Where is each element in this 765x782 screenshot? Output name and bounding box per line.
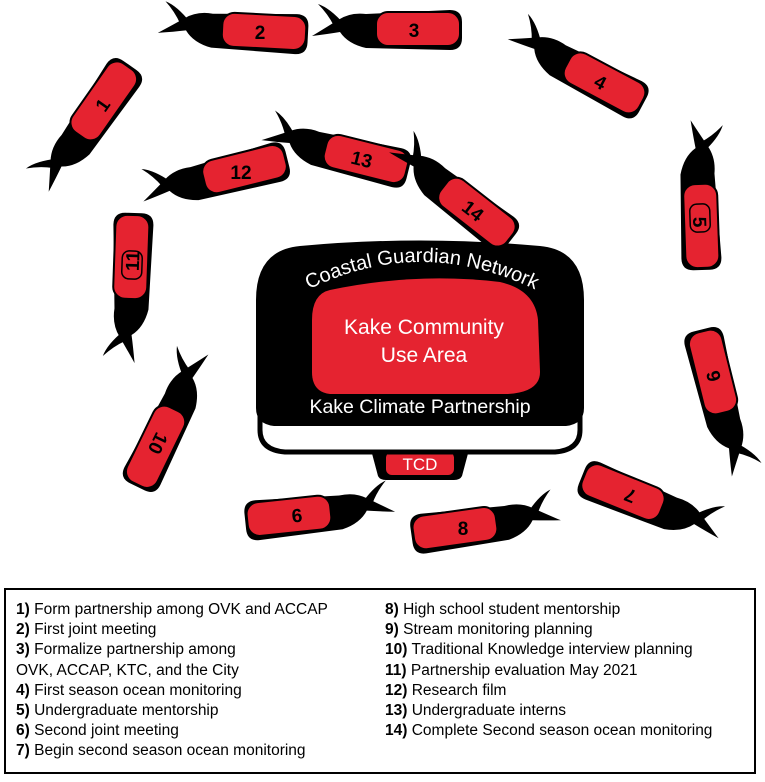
canoe-13	[261, 110, 411, 188]
canoe-3	[312, 4, 462, 50]
canoe-body	[562, 51, 647, 115]
canoe-tail	[693, 506, 726, 521]
canoe-tail	[735, 442, 762, 463]
canoe-body	[112, 213, 151, 301]
timeline-diagram: TCD Coastal Guardian Network Kake Commun…	[25, 1, 762, 554]
community-use-area-line1: Kake Community	[344, 316, 504, 339]
legend-item-1: 1) Form partnership among OVK and ACCAP	[16, 601, 328, 618]
legend-item-5: 5) Undergraduate mentorship	[16, 702, 219, 720]
canoe-body	[69, 60, 139, 142]
canoe-label-box	[121, 250, 143, 280]
tcd-label: TCD	[403, 455, 438, 474]
canoe-6	[684, 327, 762, 477]
canoe-body	[245, 494, 333, 537]
canoe-label-9: 9	[290, 504, 303, 526]
canoe-tail	[165, 1, 191, 25]
canoe-tail	[176, 345, 190, 379]
canoe-8	[410, 489, 561, 554]
canoe-5	[680, 120, 723, 271]
canoe-label-2: 2	[255, 23, 266, 44]
legend-item-13: 13) Undergraduate interns	[385, 702, 566, 720]
canoe-label-11: 11	[123, 250, 145, 271]
canoe-tail	[527, 13, 542, 44]
canoe-body	[322, 133, 410, 185]
legend-column-left: 1) Form partnership among OVK and ACCAP …	[16, 600, 328, 762]
community-use-area-line2: Use Area	[381, 344, 468, 367]
canoe-2	[157, 1, 309, 55]
canoe-10	[122, 345, 209, 492]
legend-item-9: 9) Stream monitoring planning	[385, 621, 593, 639]
canoe-tail	[362, 480, 386, 505]
canoe-7	[577, 461, 726, 539]
canoe-body	[687, 328, 739, 416]
legend-column-right: 8) High school student mentorship 9) Str…	[385, 600, 712, 741]
canoe-label-12: 12	[230, 163, 251, 184]
center-emblem: TCD Coastal Guardian Network Kake Commun…	[256, 240, 584, 480]
canoe-label-box	[689, 203, 711, 233]
canoe-9	[244, 480, 396, 541]
legend-item-7: 7) Begin second season ocean monitoring	[16, 742, 306, 760]
canoe-12	[141, 142, 290, 202]
canoe-label-5: 5	[688, 216, 709, 228]
emblem-red-area	[312, 278, 540, 394]
canoe-body	[437, 176, 517, 248]
canoe-label-8: 8	[458, 519, 469, 540]
canoe-label-3: 3	[409, 21, 420, 42]
legend-item-8: 8) High school student mentorship	[385, 601, 621, 618]
climate-partnership-label: Kake Climate Partnership	[309, 396, 530, 418]
legend-item-11: 11) Partnership evaluation May 2021	[385, 661, 638, 679]
canoe-body	[201, 143, 288, 195]
canoe-tail	[527, 489, 551, 514]
canoe-tail	[102, 330, 126, 357]
canoe-body	[580, 463, 666, 521]
canoe-11	[102, 212, 154, 364]
legend: 1) Form partnership among OVK and ACCAP …	[4, 588, 756, 774]
canoe-body	[375, 11, 461, 47]
legend-item-14: 14) Complete Second season ocean monitor…	[385, 722, 713, 740]
canoe-tail	[318, 4, 344, 26]
legend-item-12: 12) Research film	[385, 681, 507, 699]
canoe-1	[25, 58, 143, 192]
canoe-tail	[25, 158, 58, 169]
canoe-label-13: 13	[349, 148, 375, 173]
canoe-tail	[701, 125, 723, 152]
canoe-tail	[141, 169, 172, 187]
legend-item-2: 2) First joint meeting	[16, 621, 157, 639]
canoe-body	[411, 505, 499, 551]
emblem-base-red	[386, 452, 454, 475]
canoe-tail	[412, 130, 422, 163]
legend-item-6: 6) Second joint meeting	[16, 722, 179, 740]
legend-item-10: 10) Traditional Knowledge interview plan…	[385, 641, 693, 659]
canoe-14	[389, 130, 520, 252]
canoe-tail	[275, 110, 296, 137]
canoe-body	[124, 404, 187, 489]
canoe-body	[220, 11, 308, 51]
canoe-4	[507, 13, 649, 119]
legend-item-4: 4) First season ocean monitoring	[16, 681, 242, 699]
canoe-label-6: 6	[703, 368, 726, 383]
